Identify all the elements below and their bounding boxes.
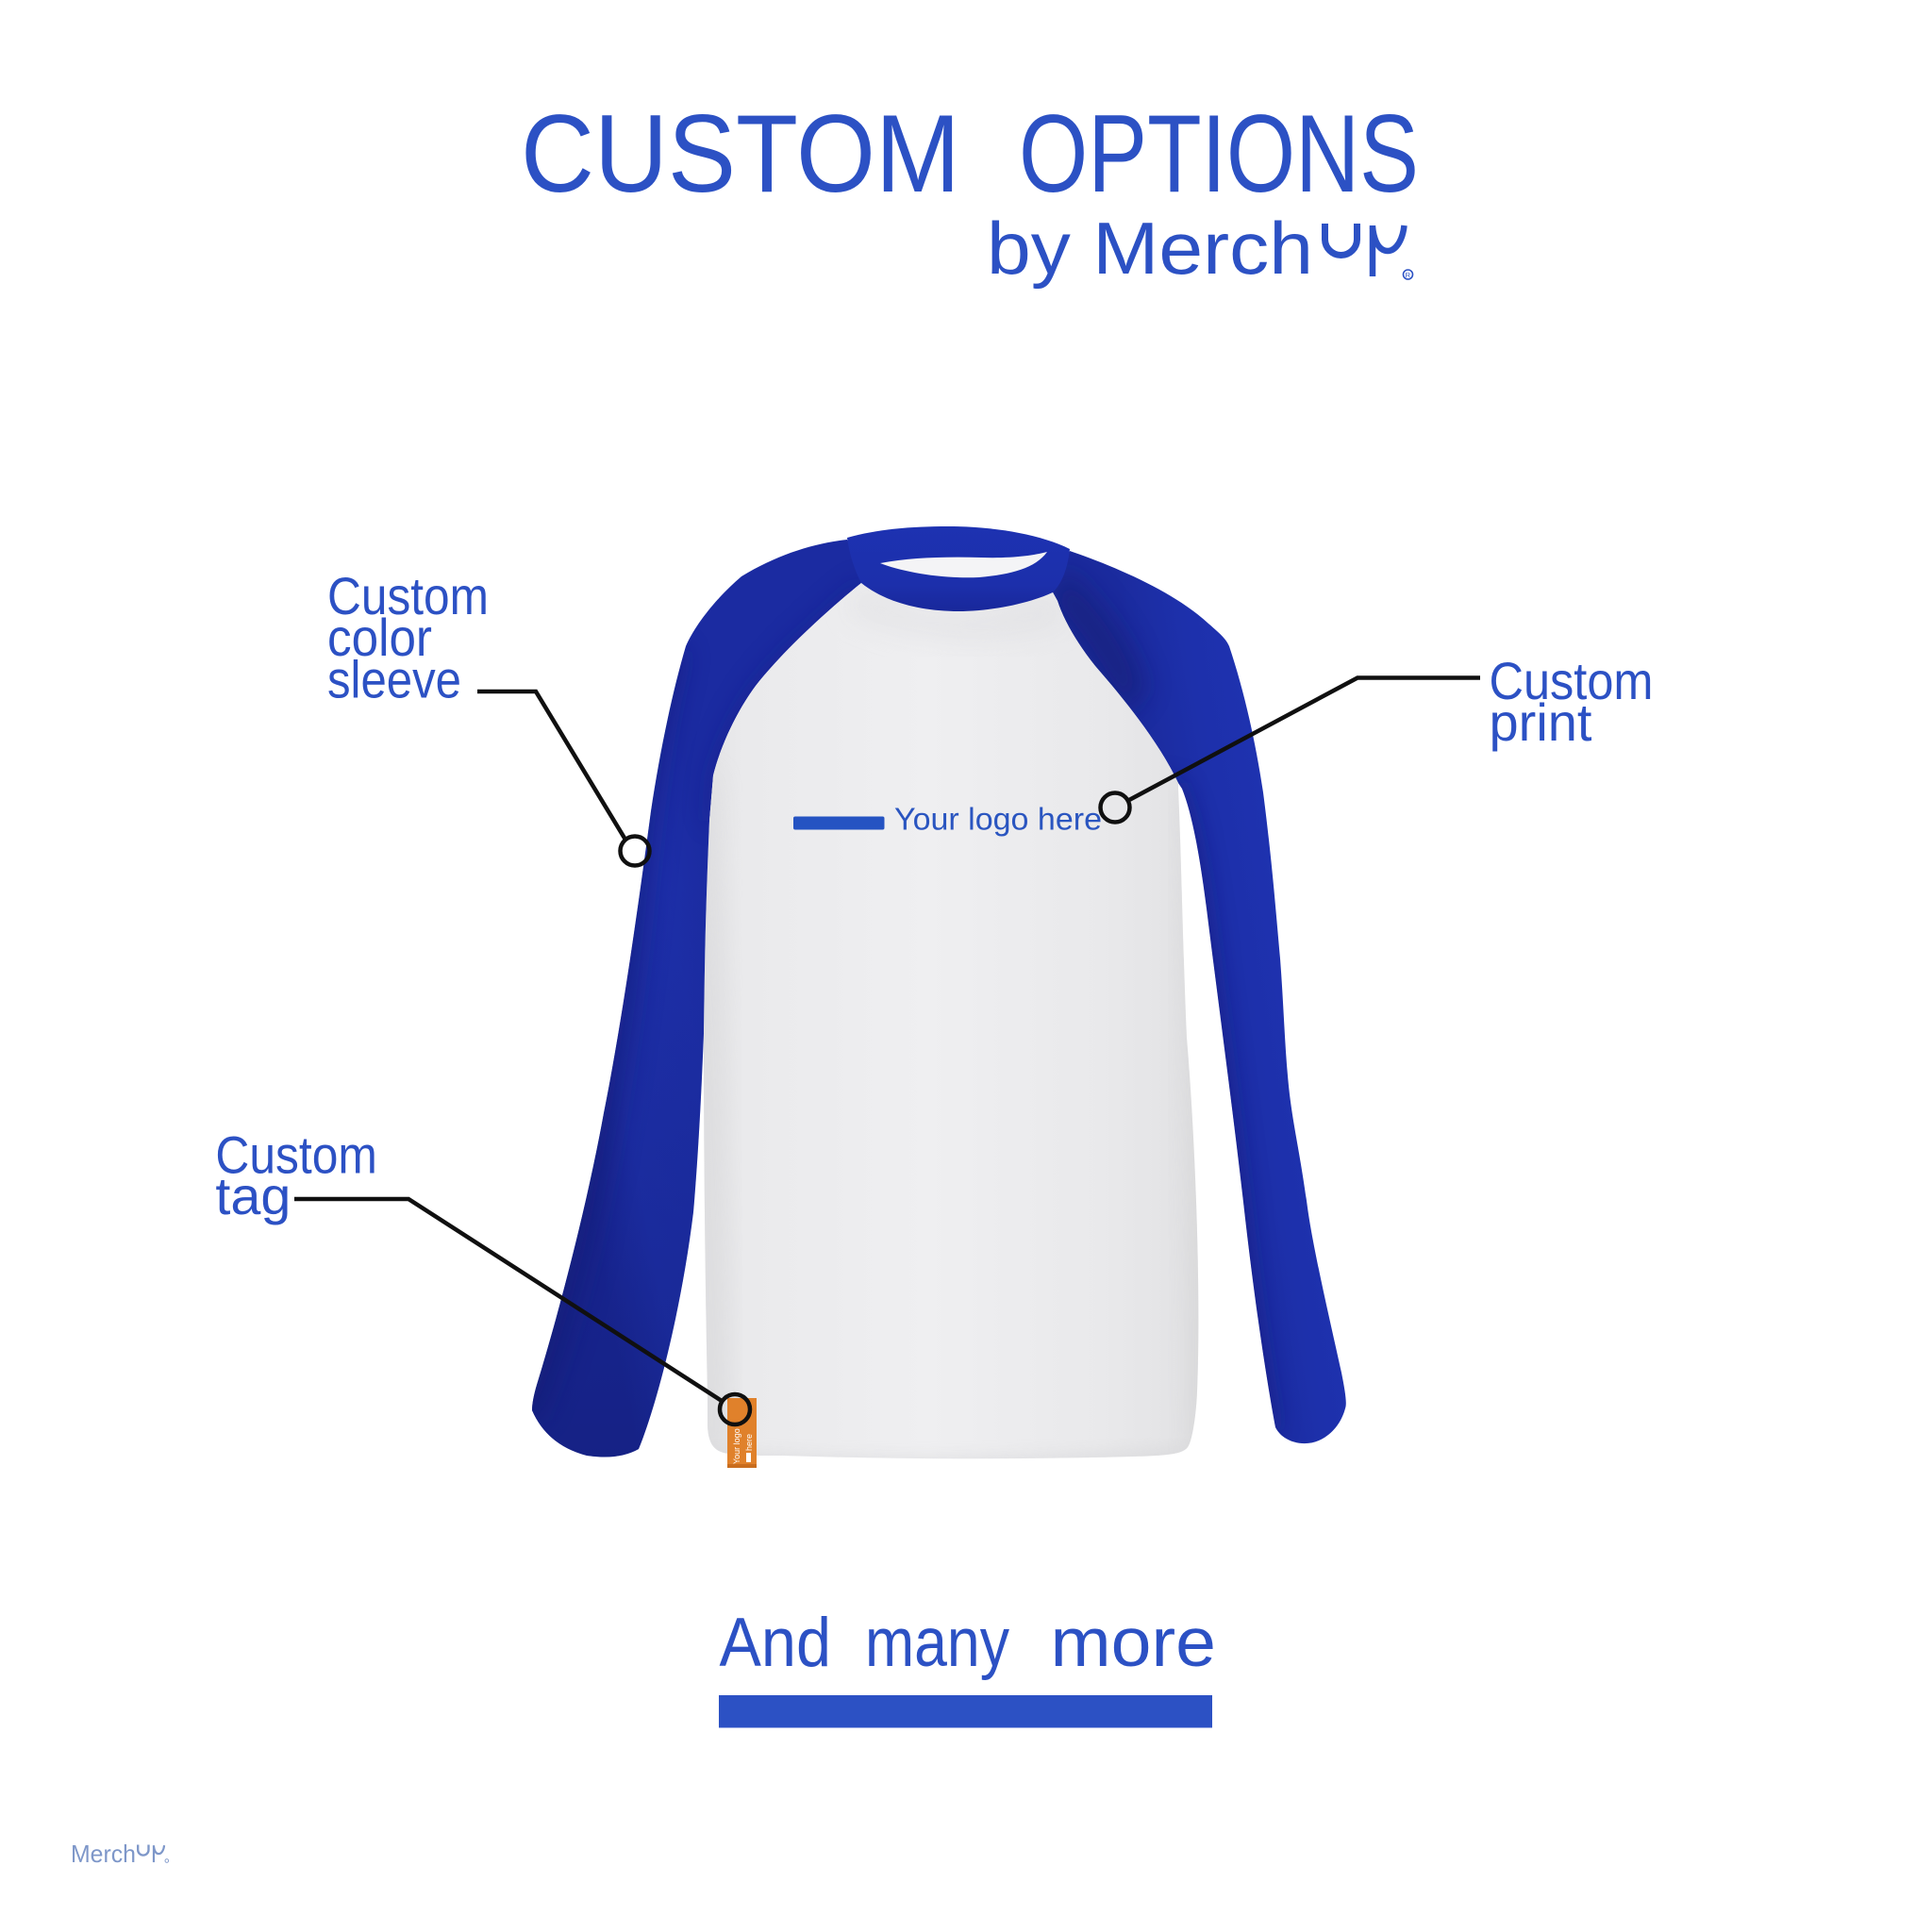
- svg-text:Merch: Merch: [71, 1840, 136, 1868]
- svg-text:Your logo here: Your logo here: [894, 802, 1102, 837]
- svg-text:Your logo: Your logo: [732, 1428, 741, 1464]
- svg-text:color: color: [327, 608, 432, 667]
- svg-text:Custom: Custom: [327, 566, 489, 625]
- svg-text:Custom: Custom: [215, 1125, 377, 1185]
- svg-text:print: print: [1490, 692, 1592, 752]
- svg-text:OPTIONS: OPTIONS: [1019, 92, 1419, 215]
- svg-text:tag: tag: [215, 1166, 291, 1225]
- svg-text:here: here: [744, 1434, 754, 1451]
- svg-text:R: R: [1406, 271, 1411, 279]
- svg-text:Custom: Custom: [1490, 651, 1654, 710]
- svg-text:CUSTOM: CUSTOM: [521, 92, 960, 215]
- svg-text:And: And: [720, 1605, 832, 1681]
- svg-text:sleeve: sleeve: [327, 650, 461, 709]
- svg-text:by Merch: by Merch: [987, 207, 1313, 290]
- svg-text:many: many: [865, 1605, 1009, 1681]
- svg-text:more: more: [1051, 1605, 1217, 1681]
